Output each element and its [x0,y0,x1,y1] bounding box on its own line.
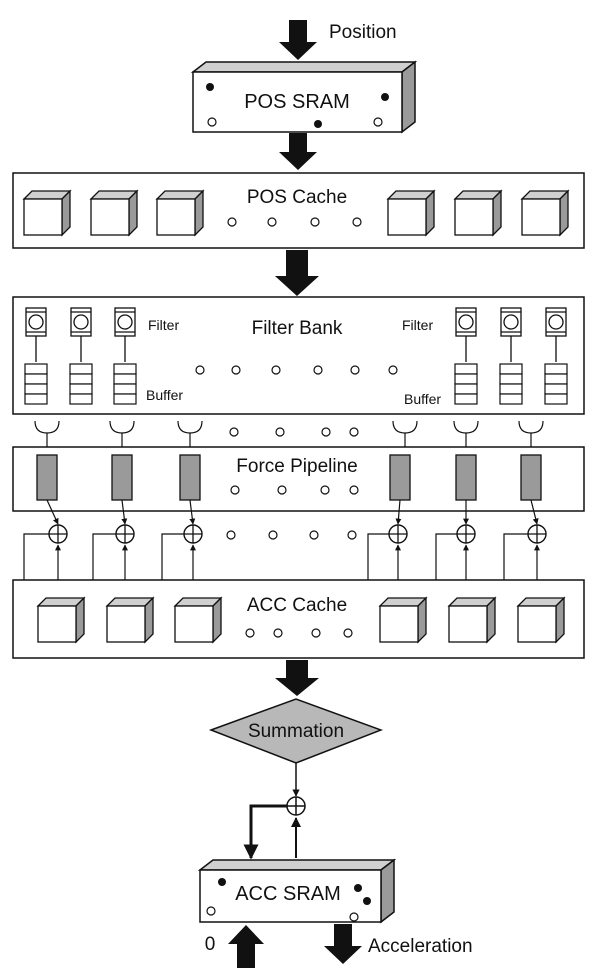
buffer-stack [24,363,48,405]
filter-unit [544,307,568,405]
pos-sram-label: POS SRAM [244,91,350,113]
final-adder-icon [286,796,306,816]
ellipsis-dot [343,628,353,638]
ellipsis-dot [309,530,319,540]
force-pipeline-unit [36,454,58,501]
ellipsis-dot [231,365,241,375]
position-input-arrow [279,20,317,60]
cache-to-summation-arrow [275,660,319,696]
ellipsis-dot [311,628,321,638]
ellipsis-dot [268,530,278,540]
pos-cache-cube [89,189,139,237]
acc-cache-box [12,579,585,659]
buffer-label-right: Buffer [404,391,441,407]
buffer-label-left: Buffer [146,387,183,403]
ellipsis-dot [320,485,330,495]
filter-unit [113,307,137,405]
acc-cache-cube [516,596,566,644]
buffer-stack [499,363,523,405]
force-pipeline-unit [389,454,411,501]
acc-cache-ellipsis [245,628,353,638]
acc-cache-cube [447,596,497,644]
buffer-stack [69,363,93,405]
ellipsis-dot [229,427,239,437]
pos-cache-ellipsis [227,217,362,227]
pos-cache-label: POS Cache [247,187,347,208]
ellipsis-dot [349,485,359,495]
force-pipeline-unit [111,454,133,501]
filter-label-left: Filter [148,317,179,333]
ellipsis-dot [321,427,331,437]
ellipsis-dot [350,365,360,375]
filter-unit [499,307,523,405]
connector-ellipsis [229,427,359,437]
acceleration-output-arrow [324,924,362,964]
adder-ellipsis [226,530,357,540]
ellipsis-dot [313,365,323,375]
acc-cache-cube [105,596,155,644]
ellipsis-dot [230,485,240,495]
ellipsis-dot [275,427,285,437]
force-pipeline-unit [520,454,542,501]
buffer-stack [113,363,137,405]
ellipsis-dot [388,365,398,375]
ellipsis-dot [277,485,287,495]
filter-bank-box [12,296,585,415]
zero-input-arrow [228,925,264,968]
filter-bank-ellipsis [195,365,398,375]
sram-to-cache-arrow [279,133,317,170]
ellipsis-dot [267,217,277,227]
acc-cache-label: ACC Cache [247,595,347,616]
force-pipeline-unit [179,454,201,501]
pos-cache-cube [520,189,570,237]
pos-cache-cube [386,189,436,237]
ellipsis-dot [227,217,237,227]
pipeline-ellipsis [230,485,359,495]
summation-label: Summation [248,721,344,742]
position-label: Position [329,22,397,43]
filter-unit [69,307,93,405]
filter-unit [24,307,48,405]
acc-cache-cubes [36,596,566,644]
ellipsis-dot [195,365,205,375]
final-feedback-loop [243,804,287,860]
pos-cache-cube [22,189,72,237]
filter-units [24,307,568,405]
cache-to-filter-arrow [275,250,319,296]
ellipsis-dot [347,530,357,540]
acc-cache-cube [378,596,428,644]
acc-cache-cube [36,596,86,644]
filter-unit [454,307,478,405]
ellipsis-dot [226,530,236,540]
filter-label-right: Filter [402,317,433,333]
buffer-stack [454,363,478,405]
acc-cache-cube [173,596,223,644]
force-pipelines [36,454,542,501]
pos-cache-cube [155,189,205,237]
pos-cache-cubes [22,189,570,237]
ellipsis-dot [349,427,359,437]
ellipsis-dot [271,365,281,375]
acc-sram-label: ACC SRAM [235,883,341,905]
acc-sram-block [197,858,397,924]
ellipsis-dot [245,628,255,638]
pos-cache-cube [453,189,503,237]
ellipsis-dot [352,217,362,227]
force-pipeline-label: Force Pipeline [236,456,357,477]
filter-bank-label: Filter Bank [252,318,343,339]
acceleration-label: Acceleration [368,936,473,957]
force-pipeline-box [12,446,585,512]
ellipsis-dot [310,217,320,227]
ellipsis-dot [273,628,283,638]
force-pipeline-unit [455,454,477,501]
buffer-stack [544,363,568,405]
zero-label: 0 [205,934,216,955]
pos-sram-block [190,60,418,134]
summation-node [208,698,384,764]
